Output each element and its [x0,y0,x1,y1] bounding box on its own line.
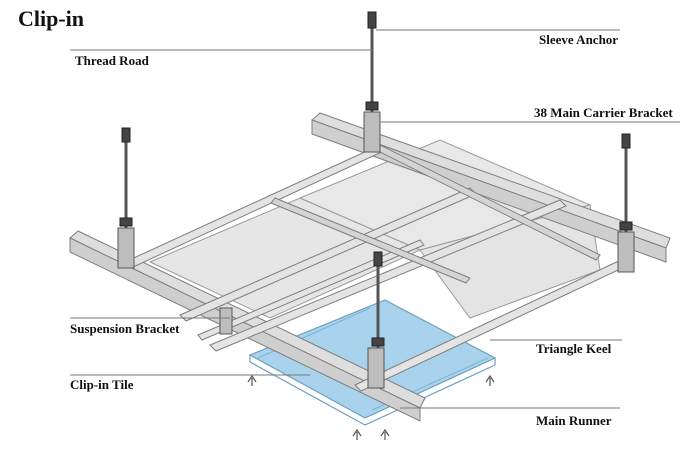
install-arrows [247,374,495,440]
label-main-runner: Main Runner [536,413,612,428]
bracket-left [117,227,135,269]
leader-lines [70,29,680,409]
arrow-up-icon [352,428,362,440]
bracket-right [617,231,635,273]
arrow-up-icon [380,428,390,440]
tile-edge [249,355,496,426]
ceiling-panels [148,139,601,319]
label-suspension-bracket: Suspension Bracket [70,321,180,336]
main-runners [124,144,632,392]
main-runner-5 [197,239,425,341]
label-main-carrier-bracket: 38 Main Carrier Bracket [534,105,673,120]
label-clip-in-tile: Clip-in Tile [70,377,134,392]
arrow-up-icon [247,374,257,386]
suspension-brackets [117,111,635,389]
sleeve-anchor-back [367,11,377,29]
arrow-up-icon [485,374,495,386]
thread-rods [124,14,628,348]
triangle-keels [270,144,601,284]
sleeve-anchors [119,11,633,347]
bracket-back [363,111,381,153]
bracket-center [367,347,385,389]
label-thread-road: Thread Road [75,53,149,68]
bracket-suspension [219,307,233,335]
triangle-keel-1 [270,197,471,284]
diagram-title: Clip-in [18,6,85,31]
main-runner-3 [209,199,567,352]
label-triangle-keel: Triangle Keel [536,341,612,356]
label-sleeve-anchor: Sleeve Anchor [539,32,619,47]
